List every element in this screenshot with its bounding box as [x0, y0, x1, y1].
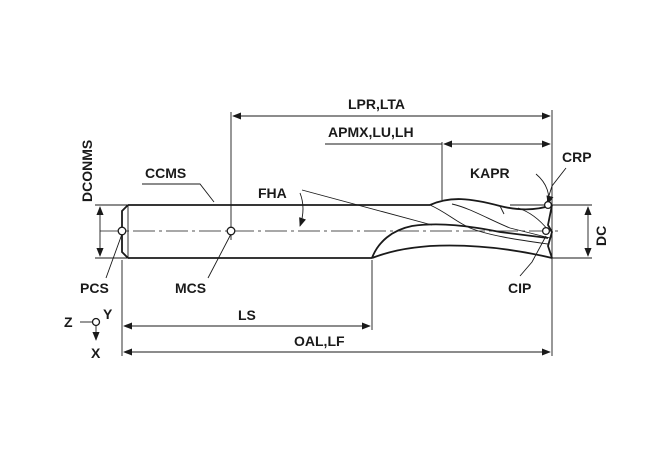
extension-lines [95, 110, 592, 356]
label-lpr-lta: LPR,LTA [348, 96, 405, 112]
label-oal-lf: OAL,LF [294, 333, 345, 349]
label-dconms: DCONMS [79, 140, 95, 202]
fha-angle [299, 189, 433, 227]
crp-point [543, 200, 553, 210]
ccms-leader [142, 183, 215, 203]
cip-leader [519, 235, 547, 277]
coordinate-system [80, 317, 101, 341]
flute-inner-1 [429, 204, 549, 245]
label-apmx-lu-lh: APMX,LU,LH [328, 124, 414, 140]
leader-lines [105, 167, 567, 279]
label-ccms: CCMS [145, 165, 186, 181]
mcs-leader [207, 233, 232, 279]
label-crp: CRP [562, 149, 592, 165]
kapr-angle [510, 173, 554, 206]
mcs-point [226, 226, 236, 236]
label-mcs: MCS [175, 280, 206, 296]
crp-leader [545, 167, 567, 206]
tool-body [100, 198, 560, 259]
label-cip: CIP [508, 280, 531, 296]
label-fha: FHA [258, 185, 287, 201]
label-kapr: KAPR [470, 165, 510, 181]
flute-lower [371, 244, 553, 259]
label-axis-y: Y [103, 306, 113, 322]
pcs-leader [105, 233, 123, 279]
flute-upper [429, 198, 553, 211]
flute-body-upper [371, 223, 549, 259]
flute-inner-2 [451, 203, 551, 239]
pcs-point [117, 226, 127, 236]
coordinate-origin [91, 317, 101, 327]
cip-point [541, 226, 551, 236]
label-axis-z: Z [64, 314, 73, 330]
shank-outline [121, 204, 430, 259]
label-pcs: PCS [80, 280, 109, 296]
label-dc: DC [593, 226, 609, 246]
label-ls: LS [238, 307, 256, 323]
label-axis-x: X [91, 345, 101, 361]
